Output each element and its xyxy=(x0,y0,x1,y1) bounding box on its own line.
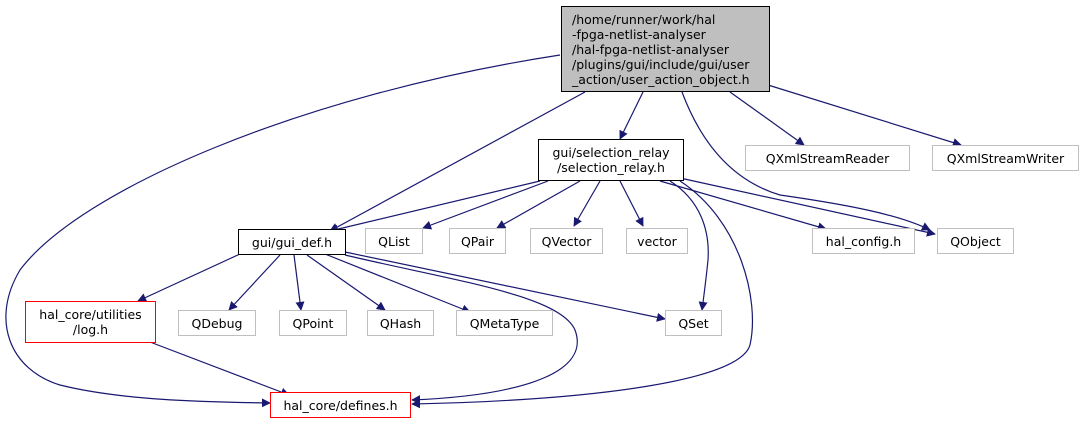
edge-gui-def-to-log xyxy=(137,253,241,302)
edge-gui-def-to-defines xyxy=(344,254,578,405)
node-qpair: QPair xyxy=(449,228,506,254)
node-selection-relay-h[interactable]: gui/selection_relay /selection_relay.h xyxy=(538,139,684,181)
edge-root-to-gui-def xyxy=(329,91,586,232)
node-qvector: QVector xyxy=(530,228,603,254)
node-defines-h[interactable]: hal_core/defines.h xyxy=(270,392,411,418)
node-qxmlstreamwriter: QXmlStreamWriter xyxy=(932,145,1079,171)
edge-gui-def-to-qmetatype xyxy=(324,253,471,314)
edge-root-to-qxmlstreamwriter xyxy=(767,84,962,147)
edge-relay-to-hal-config xyxy=(659,180,827,232)
edge-relay-to-qpair xyxy=(496,180,581,229)
node-qmetatype: QMetaType xyxy=(456,310,553,336)
node-log-h[interactable]: hal_core/utilities /log.h xyxy=(25,301,156,343)
node-qset: QSet xyxy=(665,310,722,336)
node-gui-def-h[interactable]: gui/gui_def.h xyxy=(238,229,346,255)
node-qlist: QList xyxy=(365,228,423,254)
edge-relay-to-qlist xyxy=(422,180,549,230)
edge-relay-to-qvector xyxy=(573,180,601,227)
edge-relay-to-defines xyxy=(411,180,753,409)
edge-root-to-qobject xyxy=(681,91,931,231)
edge-root-to-defines xyxy=(5,54,561,408)
edge-relay-to-gui-def xyxy=(329,180,541,234)
edge-gui-def-to-qdebug xyxy=(228,254,281,311)
edge-gui-def-to-qhash xyxy=(306,254,386,311)
edge-gui-def-to-qset xyxy=(344,251,666,322)
edge-root-to-qxmlstreamreader xyxy=(729,91,805,146)
edge-log-to-defines xyxy=(149,341,290,397)
edge-relay-to-qobject xyxy=(679,177,936,237)
edge-relay-to-qset xyxy=(669,180,709,311)
node-qxmlstreamreader: QXmlStreamReader xyxy=(745,145,910,171)
node-qpoint: QPoint xyxy=(279,310,347,336)
node-vector: vector xyxy=(626,228,688,254)
node-qobject: QObject xyxy=(937,228,1014,254)
edge-relay-to-vector xyxy=(619,180,644,227)
node-user-action-object-h[interactable]: /home/runner/work/hal -fpga-netlist-anal… xyxy=(561,6,770,92)
edge-root-to-selection-relay xyxy=(619,91,644,140)
node-hal-config-h: hal_config.h xyxy=(812,228,915,254)
node-qdebug: QDebug xyxy=(178,310,256,336)
edge-gui-def-to-qpoint xyxy=(293,254,305,311)
node-qhash: QHash xyxy=(367,310,434,336)
